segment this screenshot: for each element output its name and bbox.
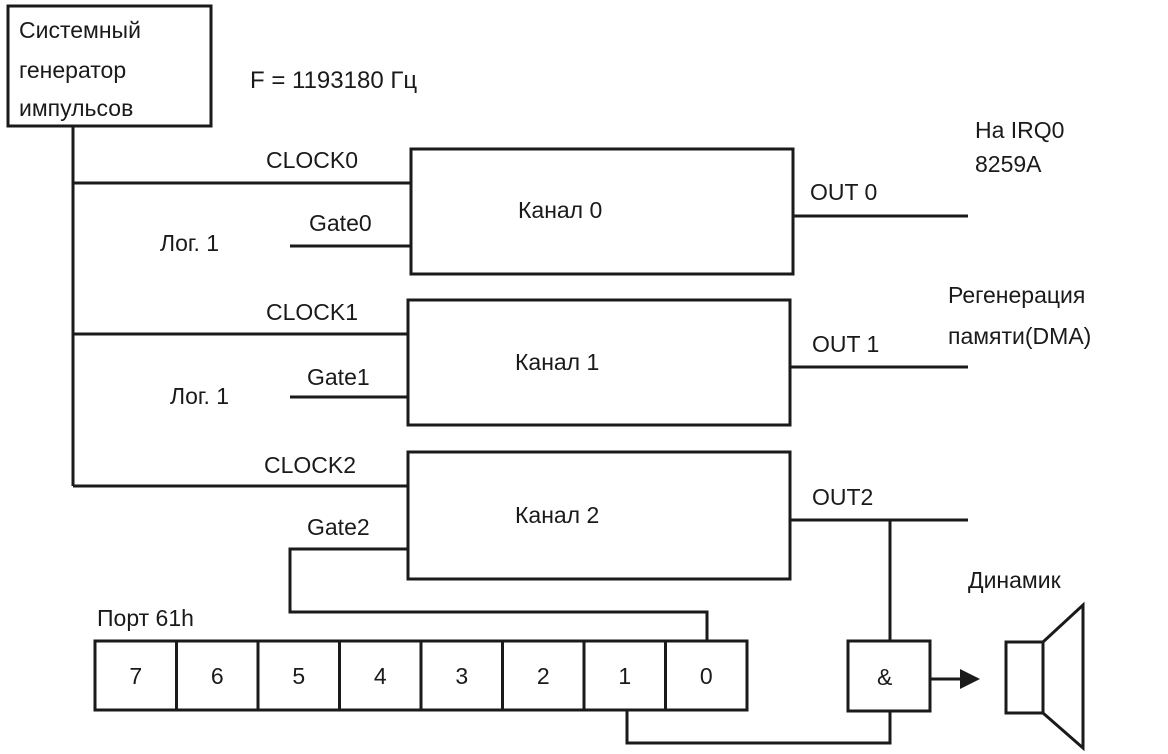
generator-label-line-1: Системный <box>19 17 141 43</box>
channel-2-box <box>406 450 792 581</box>
port-bit-label: 5 <box>292 663 305 689</box>
speaker-label: Динамик <box>968 567 1062 593</box>
port-bit-cell <box>175 639 260 712</box>
out0-label: OUT 0 <box>810 179 877 205</box>
clock1-label: CLOCK1 <box>266 299 358 325</box>
out0-destination-line-1: На IRQ0 <box>975 117 1064 143</box>
speaker-magnet <box>1004 640 1045 715</box>
port-bits: 7 6 5 4 3 2 1 0 <box>93 639 749 712</box>
clock2-label: CLOCK2 <box>264 452 356 478</box>
port-bit-label: 7 <box>129 663 142 689</box>
port-bit-label: 2 <box>537 663 550 689</box>
channel-1-label: Канал 1 <box>515 349 599 375</box>
port-bit-4: 4 <box>338 639 423 712</box>
port-61h-label: Порт 61h <box>97 605 194 631</box>
channel-1: Канал 1 CLOCK1 Gate1 Лог. 1 OUT 1 Регене… <box>170 282 1091 427</box>
and-gate-symbol: & <box>877 664 892 690</box>
port-bit-0: 0 <box>664 639 749 712</box>
out0-destination-line-2: 8259A <box>975 151 1042 177</box>
gate0-label: Gate0 <box>309 210 372 236</box>
channel-2-label: Канал 2 <box>515 502 599 528</box>
port-bit-cell <box>256 639 341 712</box>
channel-1-box <box>406 298 792 427</box>
port-bit-label: 6 <box>211 663 224 689</box>
out1-destination-line-1: Регенерация <box>948 282 1085 308</box>
and-gate-box <box>846 639 932 713</box>
system-generator-box <box>6 4 213 128</box>
and-gate: & <box>846 639 932 713</box>
port-bit-6: 6 <box>175 639 260 712</box>
generator-label-line-2: генератор <box>19 57 126 83</box>
frequency-label: F = 1193180 Гц <box>250 67 417 94</box>
channel-0: Канал 0 CLOCK0 Gate0 Лог. 1 OUT 0 На IRQ… <box>160 117 1064 276</box>
port-bit-label: 0 <box>700 663 713 689</box>
port-bit-cell <box>582 639 667 712</box>
out1-label: OUT 1 <box>812 331 879 357</box>
gate0-source-label: Лог. 1 <box>160 230 219 256</box>
port-bit-5: 5 <box>256 639 341 712</box>
channel-2: Канал 2 CLOCK2 Gate2 OUT2 <box>264 450 968 650</box>
gate1-label: Gate1 <box>307 364 370 390</box>
port-bit-2: 2 <box>501 639 586 712</box>
arrow-right-icon <box>960 669 980 689</box>
port-bit1-to-and-gate-wire <box>625 710 892 745</box>
channel-0-box <box>409 147 795 276</box>
port-bit-label: 1 <box>618 663 631 689</box>
port-bit-3: 3 <box>419 639 504 712</box>
out2-label: OUT2 <box>812 484 873 510</box>
speaker: Динамик <box>968 567 1085 752</box>
system-generator: Системный генератор импульсов <box>6 4 213 128</box>
clock0-label: CLOCK0 <box>266 147 358 173</box>
out1-destination-line-2: памяти(DMA) <box>948 323 1091 349</box>
port-61h: Порт 61h 7 6 5 4 3 2 1 0 <box>93 605 749 712</box>
port-bit-cell <box>419 639 504 712</box>
port-bit-cell <box>664 639 749 712</box>
port-bit-1: 1 <box>582 639 667 712</box>
port-bit-7: 7 <box>93 639 178 712</box>
speaker-cone-icon <box>1041 601 1085 752</box>
port-bit-cell <box>93 639 178 712</box>
generator-label-line-3: импульсов <box>19 95 133 121</box>
channel-0-label: Канал 0 <box>518 197 602 223</box>
gate2-to-port-bit0-wire <box>288 547 709 650</box>
gate1-source-label: Лог. 1 <box>170 383 229 409</box>
gate2-label: Gate2 <box>307 514 370 540</box>
port-bit-label: 3 <box>455 663 468 689</box>
port-bit-label: 4 <box>374 663 387 689</box>
